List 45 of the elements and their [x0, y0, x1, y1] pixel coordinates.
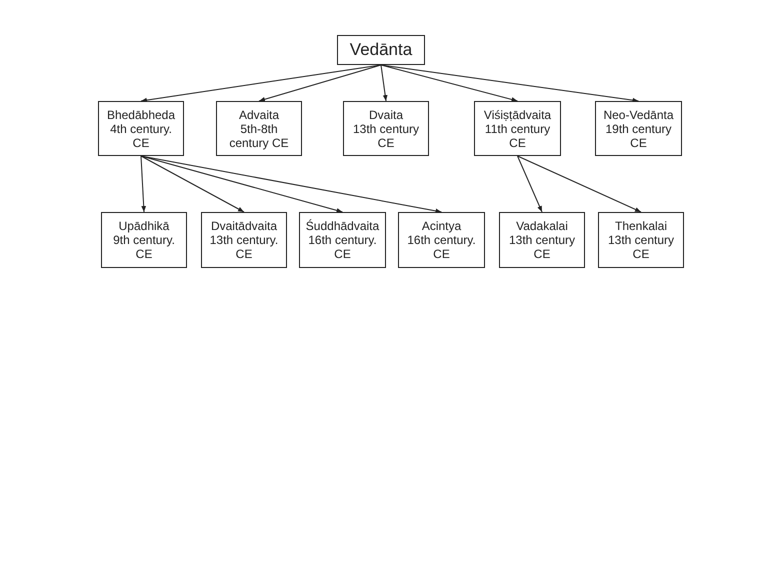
arrow	[140, 156, 146, 212]
arrow	[140, 156, 244, 212]
date-label: 19th century CE	[604, 122, 673, 150]
school-box	[299, 212, 386, 268]
school-name: Vedānta	[350, 43, 412, 57]
date-label: 13th century CE	[352, 122, 420, 150]
arrow	[517, 156, 542, 212]
school-box	[598, 212, 684, 268]
arrow	[380, 64, 388, 102]
school-name: Bhedābheda	[106, 108, 176, 122]
date-label: 13th century CE	[606, 233, 676, 261]
school-name: Viśiṣṭādvaita	[484, 108, 552, 122]
date-label: 11th century CE	[484, 122, 552, 150]
date-label: 13th century. CE	[208, 233, 280, 261]
school-name: Śuddhādvaita	[306, 219, 380, 233]
date-label: 5th-8th century CE	[228, 122, 290, 150]
arrow	[140, 156, 343, 213]
date-label: 16th century. CE	[406, 233, 477, 261]
school-name: Acintya	[422, 219, 462, 233]
school-name: Advaita	[238, 108, 280, 122]
school-name: Dvaitādvaita	[210, 219, 278, 233]
school-box	[101, 212, 187, 268]
school-name: Thenkalai	[614, 219, 668, 233]
date-label: 13th century CE	[508, 233, 576, 261]
date-label: 9th century. CE	[112, 233, 176, 261]
date-label: 4th century. CE	[109, 122, 173, 150]
arrow	[258, 64, 382, 102]
arrow	[380, 64, 518, 102]
school-name: Upādhikā	[118, 219, 170, 233]
school-box	[201, 212, 287, 268]
school-box	[499, 212, 585, 268]
school-box	[216, 101, 302, 156]
school-name: Vadakalai	[516, 219, 568, 233]
school-name: Dvaita	[368, 108, 403, 122]
school-box	[398, 212, 485, 268]
date-label: 16th century. CE	[307, 233, 378, 261]
school-box	[98, 101, 184, 156]
school-box	[474, 101, 561, 156]
arrow	[380, 64, 639, 103]
school-box	[343, 101, 429, 156]
root-box	[337, 35, 425, 65]
school-box	[595, 101, 682, 156]
arrow	[517, 156, 642, 212]
school-name: Neo-Vedānta	[603, 108, 674, 122]
arrow	[140, 64, 382, 102]
